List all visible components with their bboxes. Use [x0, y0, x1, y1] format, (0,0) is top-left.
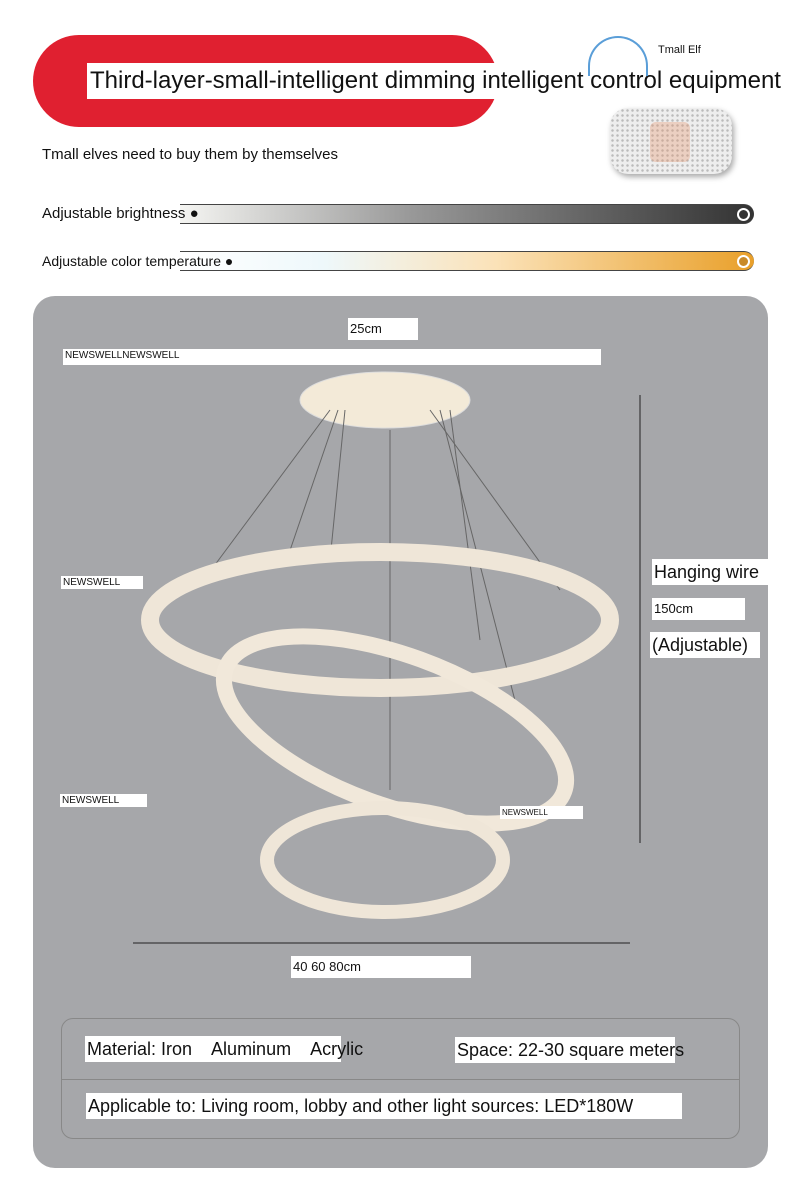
- applicable-spec: Applicable to: Living room, lobby and ot…: [86, 1093, 682, 1119]
- material-spec: Material: Iron Aluminum Acrylic: [85, 1036, 363, 1062]
- watermark-text: NEWSWELL: [500, 806, 583, 819]
- slider-knob[interactable]: [737, 208, 750, 221]
- subtitle: Tmall elves need to buy them by themselv…: [42, 146, 338, 163]
- color-temperature-slider[interactable]: [180, 251, 754, 271]
- brightness-label: Adjustable brightness ●: [42, 205, 199, 222]
- divider: [61, 1079, 740, 1080]
- ring-diameters-label: 40 60 80cm: [291, 956, 471, 978]
- hanging-wire-label: Hanging wire: [652, 559, 772, 585]
- slider-knob[interactable]: [737, 255, 750, 268]
- top-diameter-label: 25cm: [348, 318, 418, 340]
- product-diagram-panel: [33, 296, 768, 1168]
- smart-speaker-image: [610, 108, 732, 174]
- space-spec: Space: 22-30 square meters: [455, 1037, 684, 1063]
- wire-length-label: 150cm: [652, 598, 745, 620]
- watermark-text: NEWSWELL: [61, 576, 143, 589]
- brightness-slider[interactable]: [180, 204, 754, 224]
- watermark-text: NEWSWELLNEWSWELL: [63, 349, 601, 365]
- watermark-text: NEWSWELL: [60, 794, 147, 807]
- color-temperature-label: Adjustable color temperature ●: [42, 253, 234, 269]
- adjustable-label: (Adjustable): [650, 632, 760, 658]
- page-title: Third-layer-small-intelligent dimming in…: [87, 63, 800, 99]
- device-label: Tmall Elf: [658, 44, 701, 56]
- specs-box: [61, 1018, 740, 1139]
